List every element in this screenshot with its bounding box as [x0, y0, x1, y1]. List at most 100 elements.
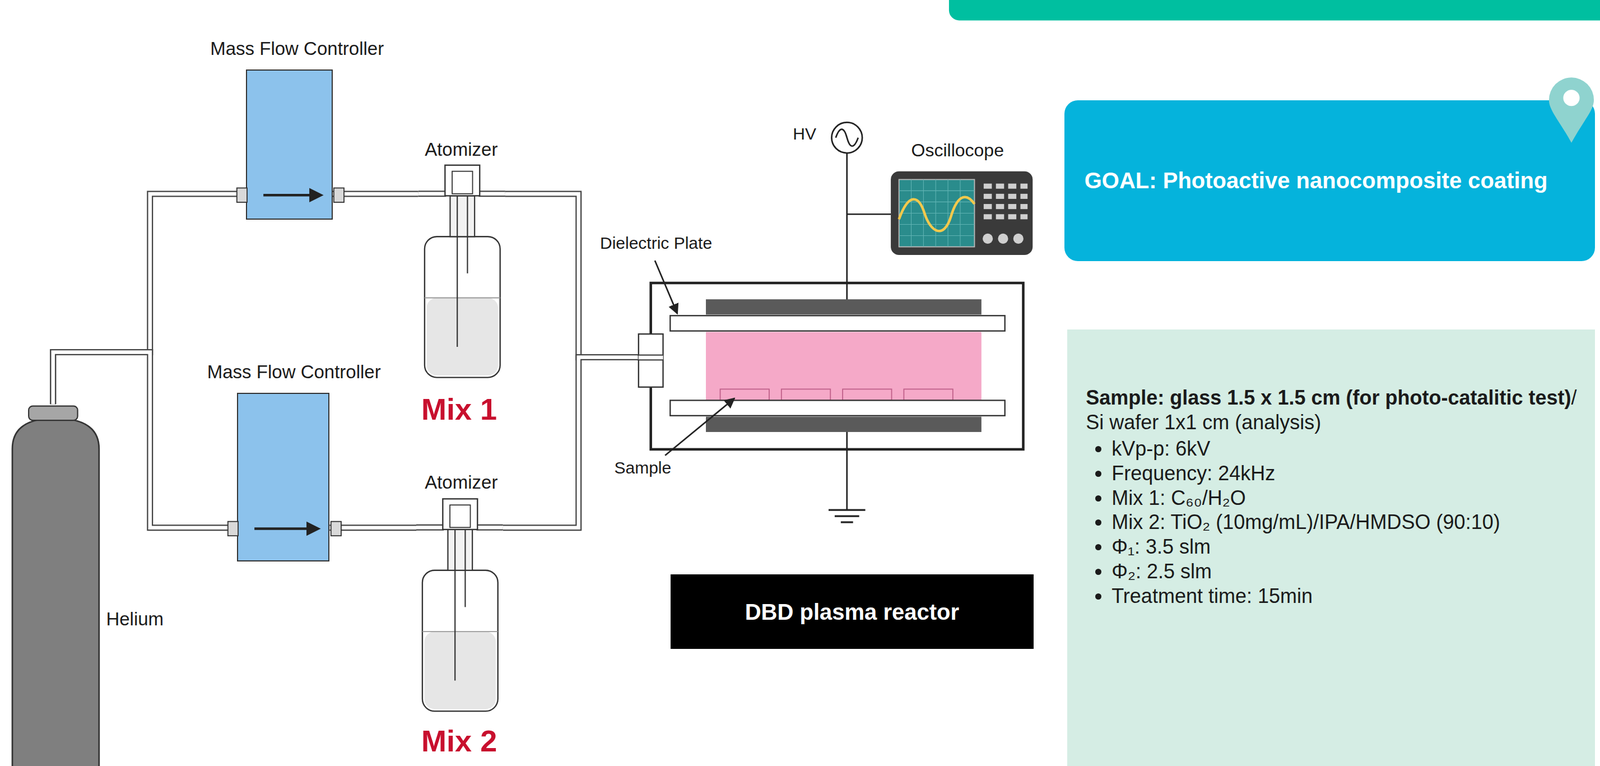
atomizer-bottle [426, 298, 498, 376]
dbd-reactor-drawing [637, 282, 1024, 450]
atomizer-bottle [424, 631, 496, 709]
gas-pipe [505, 193, 639, 357]
helium-cylinder-drawing [12, 403, 100, 766]
part-label: Atomizer [424, 471, 498, 493]
hv-wire [847, 213, 891, 216]
ground-symbol [834, 514, 860, 517]
leader-line [654, 259, 735, 455]
leader-line [665, 397, 736, 455]
oscilloscope-icon [997, 233, 1008, 244]
callout-label: Sample [614, 458, 672, 478]
ground-symbol [840, 521, 854, 523]
oscilloscope-icon [1008, 203, 1017, 209]
reactor-chamber [670, 315, 1006, 331]
gas-cylinder [28, 406, 78, 421]
reactor-chamber [842, 388, 892, 400]
mix-label: Mix 2 [421, 723, 497, 758]
gas-pipe [332, 192, 419, 197]
oscilloscope-icon [996, 214, 1005, 220]
part-label: Atomizer [424, 138, 498, 161]
atomizer-bottle [442, 499, 478, 530]
oscilloscope-icon [899, 197, 975, 231]
oscilloscope-icon [996, 193, 1005, 199]
flow-direction-arrow [306, 521, 322, 536]
atomizer-bottle [416, 499, 504, 712]
pipe-fitting [330, 521, 341, 536]
parameter-item: kVp-p: 6kV [1111, 436, 1579, 462]
mass-flow-controller-drawing [247, 70, 334, 221]
reactor-chamber [904, 388, 953, 400]
parameter-item: Mix 2: TiO₂ (10mg/mL)/IPA/HMDSO (90:10) [1111, 509, 1579, 535]
atomizer-bottle [418, 165, 506, 378]
ground-symbol [828, 508, 866, 511]
reactor-chamber [638, 355, 664, 360]
header-bar [949, 0, 1600, 21]
oscilloscope-icon [890, 171, 1033, 255]
atomizer: AtomizerMix 2 [416, 494, 504, 715]
atomizer-bottle [464, 529, 466, 607]
oscilloscope-icon [899, 224, 975, 225]
oscilloscope-icon [1008, 193, 1017, 199]
reactor-title: DBD plasma reactor [745, 597, 960, 626]
dbd-reactor: Dielectric PlateSample [637, 282, 1024, 450]
mass-flow-controller: Mass Flow Controller [245, 69, 333, 220]
oscilloscope-icon [1020, 193, 1028, 199]
gas-pipe [503, 357, 638, 528]
atomizer-bottle [456, 196, 458, 348]
oscilloscope-icon [1008, 183, 1017, 189]
sample-line: Sample: glass 1.5 x 1.5 cm (for photo-ca… [1085, 385, 1579, 434]
oscilloscope-icon [996, 203, 1005, 209]
oscilloscope-icon [1020, 203, 1028, 209]
pipe-fitting [236, 187, 344, 203]
atomizer-bottle [424, 236, 501, 378]
hv-source [831, 122, 863, 153]
atomizer-bottle [424, 297, 501, 299]
gas-pipe [332, 193, 419, 195]
atomizer-bottle [466, 196, 468, 274]
flow-direction-arrow [254, 527, 309, 530]
oscilloscope-icon [982, 183, 1028, 244]
oscilloscope-icon [1013, 233, 1024, 244]
atomizer-bottle [449, 505, 471, 528]
flow-direction-arrow [263, 187, 324, 203]
oscilloscope-icon [983, 193, 993, 199]
flow-direction-arrow [309, 187, 324, 203]
parameter-item: Φ₂: 2.5 slm [1111, 559, 1579, 584]
flow-direction-arrow [254, 521, 321, 536]
sample-heading: Sample: glass 1.5 x 1.5 cm (for photo-ca… [1085, 385, 1571, 409]
callout-label: Dielectric Plate [600, 233, 713, 254]
part-label: Mass Flow Controller [207, 361, 381, 383]
goal-box: GOAL: Photoactive nanocomposite coating [1064, 100, 1595, 262]
leader-line [654, 259, 678, 314]
hv-wire [845, 152, 848, 300]
gas-pipe [505, 193, 639, 357]
hv-source [831, 122, 863, 153]
oscilloscope-icon [983, 203, 993, 209]
atomizer-bottle [422, 570, 499, 711]
oscilloscope-icon [899, 235, 975, 236]
parameter-item: Mix 1: C₆₀/H₂O [1111, 485, 1579, 511]
ground-symbol [828, 509, 866, 523]
oscilloscope-icon [996, 183, 1005, 189]
atomizer-bottle [448, 529, 473, 571]
pipe-fitting [227, 521, 238, 536]
parameter-list: kVp-p: 6kVFrequency: 24kHzMix 1: C₆₀/H₂O… [1085, 436, 1579, 609]
atomizer: AtomizerMix 1 [418, 157, 506, 380]
mass-flow-controller: Mass Flow Controller [236, 392, 330, 562]
pipe-fitting [333, 187, 344, 203]
oscilloscope-icon [899, 179, 975, 247]
reactor-chamber [637, 282, 1024, 450]
reactor-chamber [720, 388, 770, 400]
helium-cylinder: Helium [12, 403, 100, 766]
atomizer-bottle [422, 631, 499, 633]
voltage-label: HV [792, 124, 817, 144]
parameter-item: Φ₁: 3.5 slm [1111, 534, 1579, 560]
hv-wire [847, 152, 891, 510]
hv-wire [845, 431, 848, 510]
goal-text: GOAL: Photoactive nanocomposite coating [1084, 166, 1548, 195]
mix-label: Mix 1 [421, 391, 497, 427]
atomizer-bottle [444, 165, 480, 197]
pipe-fitting [227, 521, 341, 536]
reactor-chamber [705, 416, 982, 432]
oscilloscope-icon [1008, 214, 1017, 220]
